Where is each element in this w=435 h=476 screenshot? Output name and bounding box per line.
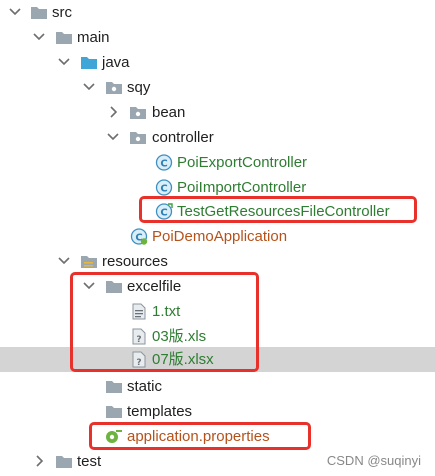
- tree-node-label: main: [77, 29, 110, 46]
- tree-node-application-properties[interactable]: application.properties: [0, 424, 435, 449]
- class-icon: C: [155, 179, 173, 196]
- folder-icon: [55, 29, 73, 46]
- chevron-down-icon[interactable]: [57, 254, 71, 268]
- source-folder-icon: [80, 54, 98, 71]
- folder-icon: [30, 4, 48, 21]
- tree-node-label: templates: [127, 403, 193, 420]
- spring-properties-icon: [105, 428, 123, 445]
- tree-node-java[interactable]: java: [0, 50, 435, 75]
- tree-node-label: excelfile: [127, 278, 182, 295]
- watermark: CSDN @suqinyi: [326, 453, 421, 468]
- tree-node-templates[interactable]: templates: [0, 399, 435, 424]
- tree-node-label: 03版.xls: [152, 328, 207, 345]
- tree-node-sqy[interactable]: sqy: [0, 75, 435, 100]
- class-icon: C: [155, 203, 173, 220]
- unknown-file-icon: ?: [130, 351, 148, 368]
- svg-text:C: C: [160, 208, 167, 219]
- tree-node-label: static: [127, 378, 163, 395]
- tree-node-label: TestGetResourcesFileController: [177, 203, 390, 220]
- tree-node-bean[interactable]: bean: [0, 100, 435, 125]
- tree-node-label: sqy: [127, 79, 151, 96]
- tree-node-main[interactable]: main: [0, 25, 435, 50]
- svg-text:C: C: [160, 159, 167, 170]
- resources-folder-icon: [80, 253, 98, 270]
- tree-node-label: src: [52, 4, 72, 21]
- package-icon: [105, 79, 123, 96]
- tree-node-test-get-resources-file-controller[interactable]: C TestGetResourcesFileController: [0, 199, 435, 224]
- package-icon: [129, 104, 147, 121]
- chevron-down-icon[interactable]: [82, 279, 96, 293]
- tree-node-label: application.properties: [127, 428, 270, 445]
- folder-icon: [105, 403, 123, 420]
- tree-node-label: 1.txt: [152, 303, 181, 320]
- folder-icon: [105, 278, 123, 295]
- tree-node-src[interactable]: src: [0, 0, 435, 25]
- tree-node-label: PoiExportController: [177, 154, 308, 171]
- svg-text:?: ?: [136, 358, 141, 368]
- tree-node-label: bean: [152, 104, 186, 121]
- tree-node-label: controller: [152, 129, 214, 146]
- chevron-down-icon[interactable]: [57, 55, 71, 69]
- tree-node-excelfile[interactable]: excelfile: [0, 274, 435, 299]
- chevron-down-icon[interactable]: [32, 30, 46, 44]
- tree-node-poi-export-controller[interactable]: C PoiExportController: [0, 150, 435, 175]
- tree-node-label: java: [102, 54, 130, 71]
- svg-text:C: C: [135, 233, 142, 244]
- tree-node-poi-import-controller[interactable]: C PoiImportController: [0, 175, 435, 200]
- tree-node-label: PoiImportController: [177, 179, 307, 196]
- tree-node-label: resources: [102, 253, 168, 270]
- tree-node-controller[interactable]: controller: [0, 125, 435, 150]
- chevron-right-icon[interactable]: [32, 454, 46, 468]
- tree-node-label: test: [77, 453, 102, 470]
- folder-icon: [55, 453, 73, 470]
- tree-node-1-txt[interactable]: 1.txt: [0, 299, 435, 324]
- tree-node-label: 07版.xlsx: [152, 351, 214, 368]
- folder-icon: [105, 378, 123, 395]
- svg-text:?: ?: [136, 335, 141, 345]
- package-icon: [129, 129, 147, 146]
- class-icon: C: [155, 154, 173, 171]
- tree-node-07-xlsx[interactable]: ? 07版.xlsx: [0, 347, 435, 372]
- chevron-down-icon[interactable]: [106, 130, 120, 144]
- spring-boot-class-icon: C: [130, 228, 148, 245]
- chevron-down-icon[interactable]: [8, 5, 22, 19]
- unknown-file-icon: ?: [130, 328, 148, 345]
- svg-text:C: C: [160, 184, 167, 195]
- chevron-down-icon[interactable]: [82, 80, 96, 94]
- tree-node-test[interactable]: test: [0, 449, 435, 474]
- tree-node-resources[interactable]: resources: [0, 249, 435, 274]
- text-file-icon: [130, 303, 148, 320]
- tree-node-label: PoiDemoApplication: [152, 228, 288, 245]
- tree-node-03-xls[interactable]: ? 03版.xls: [0, 324, 435, 349]
- tree-node-poi-demo-application[interactable]: C PoiDemoApplication: [0, 224, 435, 249]
- tree-node-static[interactable]: static: [0, 374, 435, 399]
- chevron-right-icon[interactable]: [106, 105, 120, 119]
